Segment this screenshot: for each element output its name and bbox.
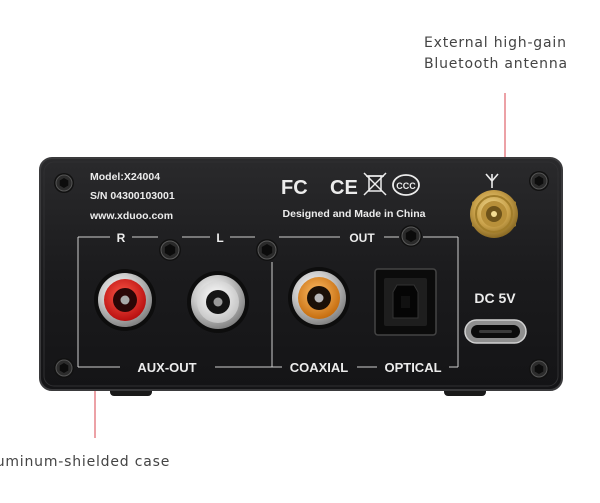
hex-screw-icon [529,171,549,191]
serial-number-label: S/N 04300103001 [90,190,175,202]
weee-bin-icon [363,172,387,196]
fcc-mark: FC [281,177,308,199]
optical-port[interactable] [374,268,437,336]
antenna-callout-line1: External high-gain [424,35,567,51]
aux-out-label: AUX-OUT [137,360,196,375]
channel-l-label: L [216,231,223,245]
antenna-callout-line2: Bluetooth antenna [424,56,568,72]
ccc-mark: CCC [392,174,420,196]
hex-screw-icon [159,239,181,261]
ccc-mark-text: CCC [396,181,416,191]
out-label: OUT [349,231,375,245]
antenna-connector[interactable] [470,190,518,238]
hex-screw-icon [54,173,74,193]
rear-panel-bevel [43,161,559,387]
rca-jack-left[interactable] [187,271,249,333]
antenna-callout: External high-gain Bluetooth antenna [424,33,568,75]
ce-mark: CE [330,177,358,199]
dc-5v-label: DC 5V [474,290,516,306]
website-label: www.xduoo.com [89,210,173,222]
hex-screw-icon [529,359,549,379]
hex-screw-icon [54,358,74,378]
usb-c-port[interactable] [464,319,527,344]
rca-jack-right[interactable] [94,269,156,331]
coaxial-label: COAXIAL [290,360,349,375]
rca-jack-coaxial[interactable] [288,267,350,329]
case-callout: luminum-shielded case [0,454,171,470]
antenna-icon [485,173,499,188]
model-label: Model:X24004 [90,171,160,183]
channel-r-label: R [117,231,126,245]
hex-screw-icon [400,225,422,247]
jack-frame [77,236,459,368]
hex-screw-icon [256,239,278,261]
designed-in-label: Designed and Made in China [283,208,426,220]
optical-label: OPTICAL [384,360,441,375]
